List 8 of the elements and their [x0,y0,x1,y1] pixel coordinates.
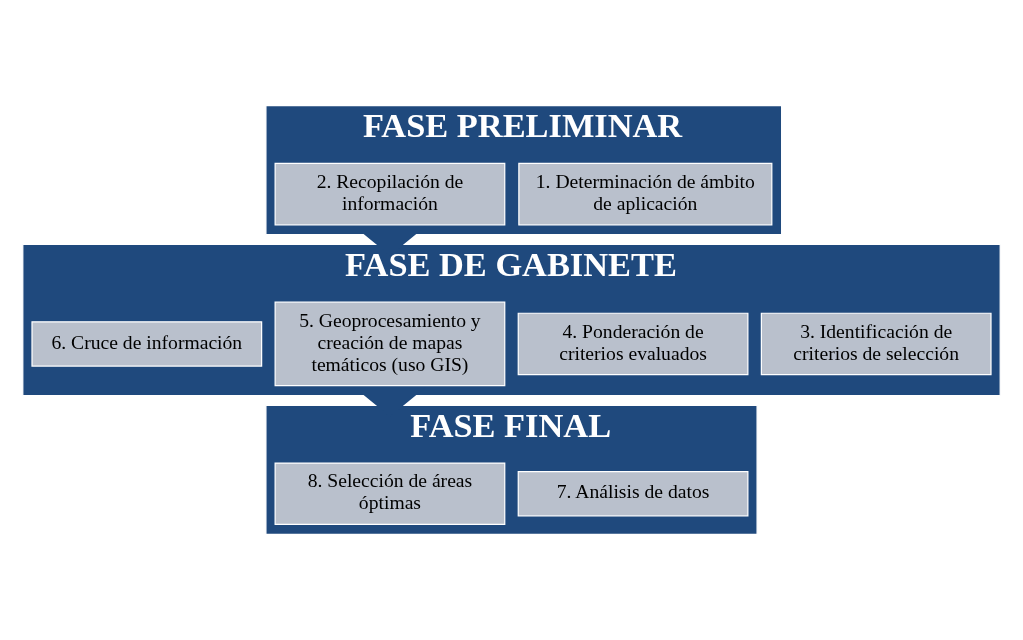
node-box: 2. Recopilación de información [274,162,506,226]
node-box: 1. Determinación de ámbito de aplicación [518,162,773,226]
node-box: 7. Análisis de datos [517,471,749,517]
node-box: 8. Selección de áreas óptimas [274,462,506,526]
node-box: 5. Geoprocesamiento y creación de mapas temáticos (uso GIS) [274,301,506,387]
node-box: 4. Ponderación de criterios evaluados [517,312,749,376]
node-box: 3. Identificación de criterios de selección [760,312,992,376]
node-box: 6. Cruce de información [31,321,263,367]
